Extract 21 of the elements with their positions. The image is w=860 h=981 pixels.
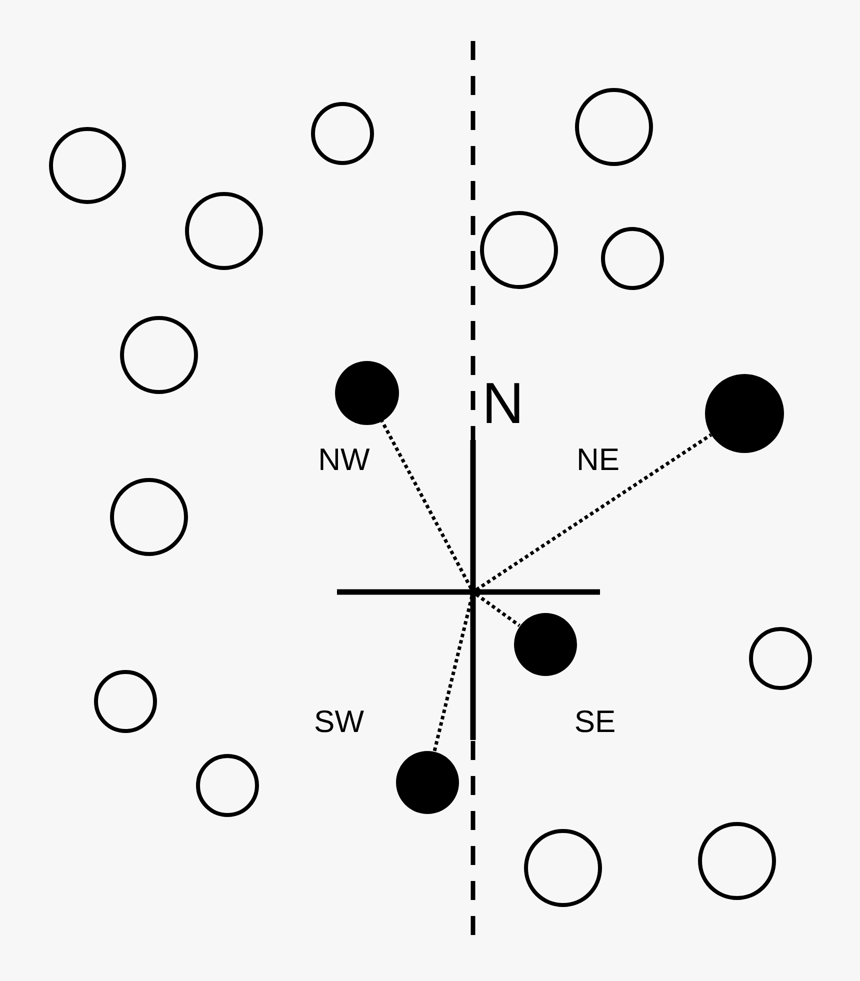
direction-label: SE	[574, 706, 616, 737]
direction-label: NW	[318, 444, 370, 475]
open-circle	[698, 822, 776, 900]
open-circle	[310, 102, 374, 164]
open-circle	[575, 88, 653, 166]
direction-label: SW	[314, 706, 364, 737]
open-circle	[120, 316, 198, 394]
open-circle	[185, 192, 263, 270]
direction-label: NE	[576, 444, 620, 475]
direction-label: N	[482, 375, 524, 433]
dotted-line	[380, 420, 473, 590]
open-circle	[480, 211, 558, 289]
open-circle	[196, 754, 258, 816]
open-circle	[110, 478, 188, 556]
open-circle	[94, 670, 156, 732]
dotted-line	[475, 433, 712, 592]
open-circle	[600, 226, 664, 290]
open-circle	[48, 126, 126, 204]
open-circle	[748, 626, 812, 690]
open-circle	[524, 829, 602, 907]
dotted-line	[475, 592, 520, 627]
